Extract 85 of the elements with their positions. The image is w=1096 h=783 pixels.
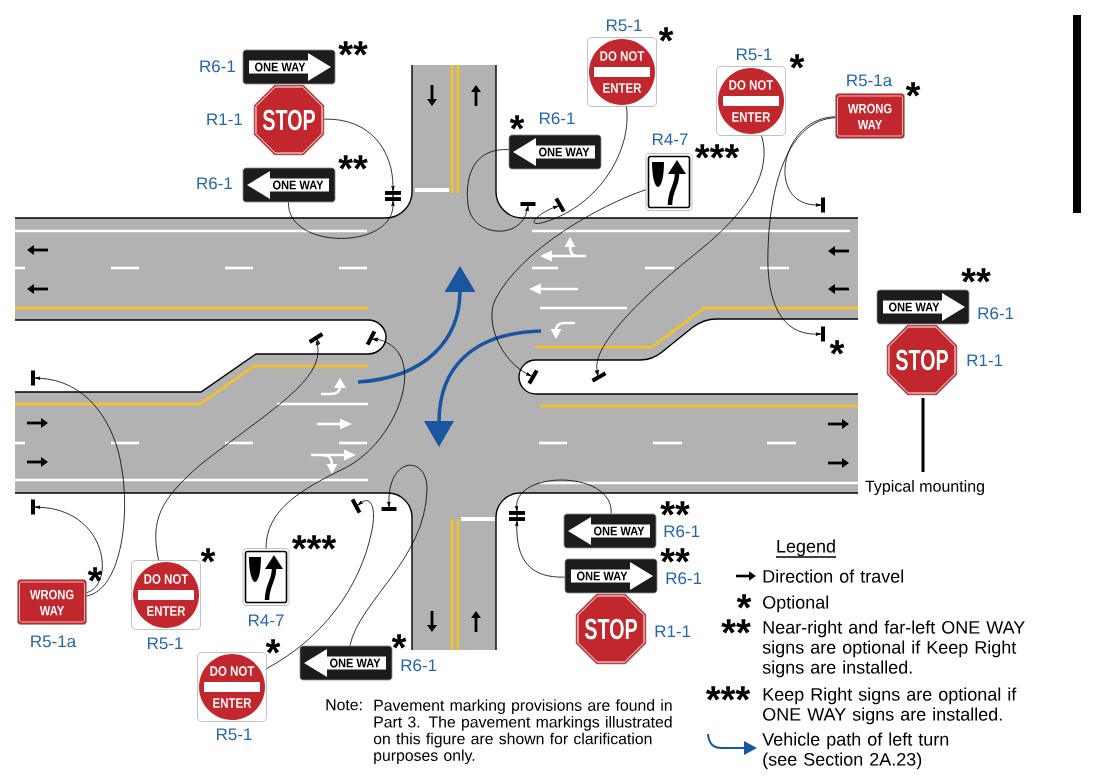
footnote-mark: **	[338, 41, 368, 56]
footnote-mark: ***	[291, 535, 337, 550]
stop-sign: STOP	[886, 324, 958, 396]
legend-title: Legend	[775, 539, 837, 558]
sign-code-label: R4-7	[652, 133, 688, 146]
stop-sign: STOP	[575, 593, 647, 665]
footnote-mark: *	[509, 115, 525, 130]
footnote-mark: *	[789, 54, 805, 69]
do-not-enter-sign: DO NOT ENTER	[197, 652, 267, 722]
footnote-mark: *	[658, 27, 674, 42]
sign-symbol	[553, 197, 566, 213]
footnote-mark: ***	[694, 144, 740, 159]
footnote-mark: *	[736, 594, 752, 609]
sign-code-label: R1-1	[207, 113, 242, 126]
footnote-mark: *	[200, 548, 216, 563]
sign-code-label: R6-1	[197, 177, 232, 190]
sign-code-label: R6-1	[200, 60, 235, 73]
footnote-mark: **	[961, 268, 991, 283]
do-not-enter-sign: DO NOT ENTER	[131, 560, 201, 630]
sign-code-label: R5-1	[147, 637, 183, 650]
sign-code-label: R1-1	[967, 354, 1003, 367]
do-not-enter-sign: DO NOT ENTER	[716, 66, 786, 136]
footnote-mark: *	[265, 639, 281, 654]
sign-code-label: R5-1	[736, 48, 772, 61]
sign-symbol	[520, 202, 536, 212]
footnote-mark: *	[87, 567, 103, 582]
footnote-mark: **	[660, 548, 690, 563]
footnote-mark: **	[338, 155, 368, 170]
leader-line	[533, 106, 628, 224]
sign-code-label: R6-1	[664, 525, 700, 538]
leader-line	[265, 337, 405, 549]
keep-right-sign	[645, 153, 693, 211]
stop-sign: STOP	[253, 84, 325, 156]
note-text: Pavement marking provisions are found in Part 3. The pavement markings illustrated on this figure are shown for clarification purposes only.	[373, 699, 672, 765]
one-way-sign: ONE WAY	[242, 49, 336, 85]
legend-text: Near-right and far-left ONE WAY signs are optional if Keep Right signs are installed.	[762, 620, 1025, 678]
leader-line	[767, 117, 836, 336]
footnote-mark: **	[660, 501, 690, 516]
footnote-mark: *	[829, 340, 845, 355]
leader-line	[514, 479, 612, 514]
leader-line	[784, 116, 836, 207]
leader-line	[35, 376, 125, 597]
leader-line	[35, 505, 103, 593]
wrong-way-sign: WRONG WAY	[835, 93, 905, 139]
leader-line	[515, 521, 565, 578]
leader-line	[349, 465, 428, 646]
legend-text: Keep Right signs are optional if ONE WAY signs are installed.	[763, 687, 1017, 725]
sign-code-label: R6-1	[666, 572, 702, 585]
sign-symbol	[591, 370, 607, 383]
sign-code-label: R6-1	[539, 112, 575, 125]
keep-right-sign	[242, 548, 290, 606]
one-way-sign: ONE WAY	[508, 134, 602, 170]
footnote-mark: ***	[705, 686, 751, 701]
sign-code-label: R5-1a	[847, 74, 893, 87]
legend-text: Direction of travel	[763, 569, 903, 583]
leader-line	[155, 341, 320, 561]
leader-line	[467, 149, 529, 232]
sign-code-label: R5-1	[606, 19, 642, 32]
sign-code-label: R5-1a	[31, 635, 77, 648]
one-way-sign: ONE WAY	[876, 289, 970, 325]
legend-text: Vehicle path of left turn (see Section 2A.23)	[762, 732, 949, 770]
footnote-mark: *	[905, 82, 921, 97]
sign-code-label: R5-1	[216, 728, 252, 741]
note-label: Note:	[326, 699, 362, 711]
leader-line	[595, 135, 765, 375]
leader-line	[288, 201, 395, 239]
footnote-mark: *	[391, 634, 407, 649]
do-not-enter-sign: DO NOT ENTER	[587, 37, 657, 107]
sign-code-label: R6-1	[401, 659, 437, 672]
sign-code-label: R6-1	[978, 307, 1014, 320]
leader-line	[323, 118, 395, 191]
sign-symbol	[308, 332, 324, 345]
sign-code-label: R4-7	[248, 614, 284, 627]
one-way-sign: ONE WAY	[564, 558, 658, 594]
caption-text: Typical mounting	[865, 480, 984, 495]
one-way-sign: ONE WAY	[242, 167, 336, 203]
one-way-sign: ONE WAY	[563, 513, 657, 549]
sign-code-label: R1-1	[655, 625, 691, 638]
one-way-sign: ONE WAY	[299, 645, 393, 681]
leader-line	[491, 189, 647, 376]
legend-text: Optional	[763, 595, 829, 613]
wrong-way-sign: WRONG WAY	[17, 579, 87, 625]
footnote-mark: **	[721, 619, 751, 634]
sign-symbol	[365, 330, 378, 346]
leader-line	[266, 500, 374, 669]
